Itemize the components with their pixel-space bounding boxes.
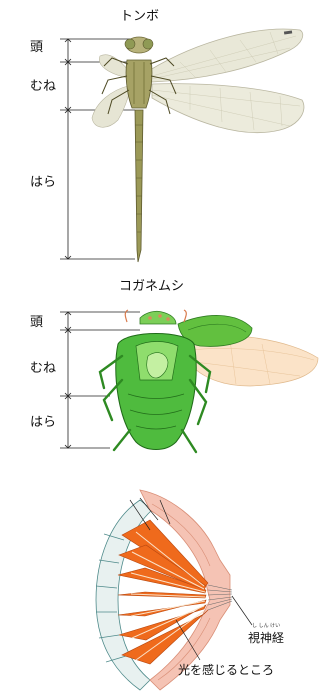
- light-sensing-label: 光を感じるところ: [178, 664, 274, 676]
- optic-nerve-ruby: し しん けい: [252, 624, 280, 629]
- optic-nerve-label: 視神経: [248, 632, 284, 644]
